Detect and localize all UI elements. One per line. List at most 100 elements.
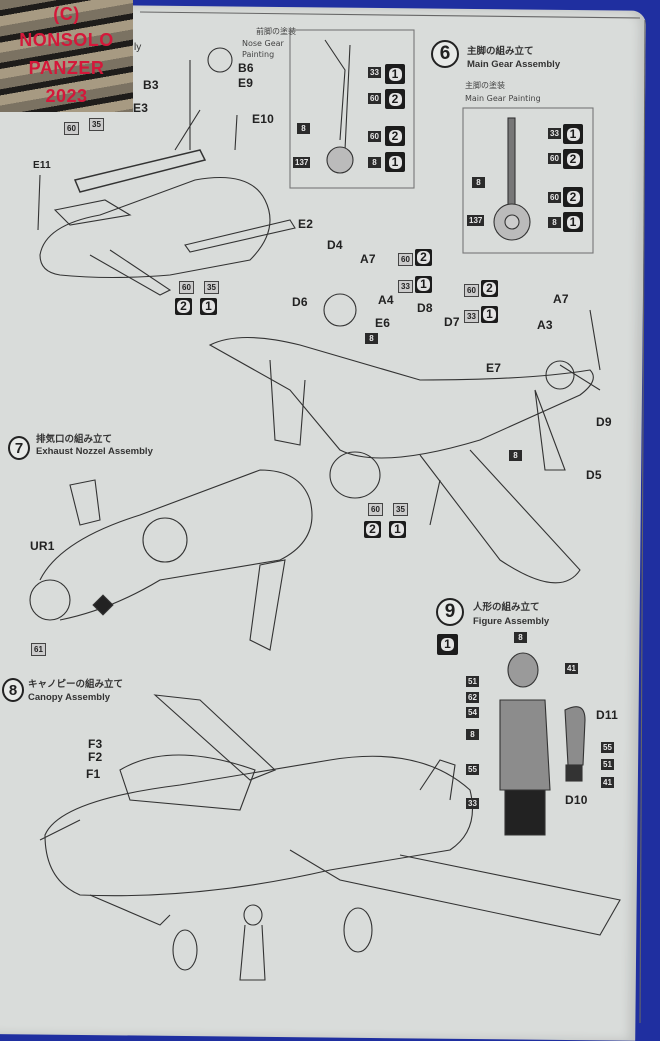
- part-e9: E9: [238, 76, 254, 90]
- step7-title-en: Exhaust Nozzel Assembly: [36, 446, 153, 457]
- color-code: 54: [466, 707, 479, 718]
- nose-gear-painting-jp: 前脚の塗装: [256, 27, 296, 36]
- color-code: 33: [466, 798, 479, 809]
- part-a7: A7: [553, 292, 569, 306]
- paint-number-badge: 1: [200, 298, 217, 315]
- paint-number-badge: 2: [175, 298, 192, 315]
- paint-number-badge: 2: [563, 187, 583, 207]
- paint-number-badge: 2: [364, 521, 381, 538]
- paint-number-badge: 2: [385, 126, 405, 146]
- color-code: 41: [565, 663, 578, 674]
- watermark-text: PANZER: [28, 58, 105, 78]
- nose-gear-painting-drawing: [289, 29, 415, 189]
- paint-number-badge: 1: [437, 634, 458, 655]
- step-number-6: 6: [431, 40, 459, 68]
- frame-lines: [139, 11, 646, 1023]
- part-e11: E11: [33, 160, 51, 171]
- step8-aircraft-drawing: [39, 694, 621, 981]
- step7-title-jp: 排気口の組み立て: [36, 434, 113, 445]
- step8-title-jp: キャノピーの組み立て: [28, 679, 124, 690]
- color-code: 8: [514, 632, 527, 643]
- color-code: 8: [365, 333, 378, 344]
- nose-gear-painting-en: Nose Gear: [242, 39, 284, 48]
- color-code: 60: [398, 253, 413, 266]
- paint-number-badge: 1: [389, 521, 406, 538]
- color-code: 61: [31, 643, 46, 656]
- part-d10: D10: [565, 793, 588, 807]
- paint-number-badge: 1: [385, 152, 405, 172]
- paint-number-badge: 1: [415, 276, 432, 293]
- color-code: 60: [368, 131, 381, 142]
- color-code: 51: [466, 676, 479, 687]
- color-code: 33: [368, 67, 381, 78]
- part-d4: D4: [327, 238, 343, 252]
- part-d6: D6: [292, 295, 308, 309]
- step-number-9: 9: [436, 598, 464, 626]
- part-b6: B6: [238, 61, 254, 75]
- color-code: 60: [548, 153, 561, 164]
- color-code: 60: [368, 93, 381, 104]
- part-f3: F3: [88, 737, 103, 751]
- part-d7: D7: [444, 315, 460, 329]
- color-code: 8: [297, 123, 310, 134]
- paint-number-badge: 2: [481, 280, 498, 297]
- step6-aircraft-drawing: [208, 293, 601, 584]
- color-code: 35: [393, 503, 408, 516]
- part-e6: E6: [375, 316, 391, 330]
- part-a4: A4: [378, 293, 394, 307]
- part-d11: D11: [596, 708, 618, 722]
- step7-exhaust-drawing: [29, 469, 313, 651]
- color-code: 51: [601, 759, 614, 770]
- part-b3: B3: [143, 78, 159, 92]
- part-d5: D5: [586, 468, 602, 482]
- step9-title-en: Figure Assembly: [473, 616, 550, 627]
- paint-number-badge: 1: [385, 64, 405, 84]
- watermark: (C) NONSOLO PANZER 2023: [0, 0, 133, 112]
- step-number-8: 8: [2, 678, 24, 702]
- step6-title-jp: 主脚の組み立て: [467, 46, 534, 57]
- paint-number-badge: 2: [563, 149, 583, 169]
- color-code: 33: [398, 280, 413, 293]
- paint-number-badge: 1: [563, 212, 583, 232]
- paint-number-badge: 2: [415, 249, 432, 266]
- color-code: 137: [293, 157, 311, 168]
- color-code: 35: [89, 118, 104, 131]
- part-e3: E3: [133, 101, 149, 115]
- watermark-text: 2023: [45, 86, 88, 106]
- main-gear-painting-drawing: [462, 107, 594, 254]
- paint-number-badge: 2: [385, 89, 405, 109]
- step-number-7: 7: [8, 436, 30, 460]
- color-code: 8: [466, 729, 479, 740]
- part-d8: D8: [417, 301, 433, 315]
- part-f2: F2: [88, 750, 103, 764]
- color-code: 41: [601, 777, 614, 788]
- part-d9: D9: [596, 415, 612, 429]
- color-code: 8: [509, 450, 522, 461]
- step9-figure-drawing: [499, 652, 586, 836]
- step8-title-en: Canopy Assembly: [28, 692, 111, 703]
- part-a7: A7: [360, 252, 376, 266]
- color-code: 137: [467, 215, 485, 226]
- color-code: 8: [472, 177, 485, 188]
- step5-fuselage-drawing: [37, 47, 296, 296]
- color-code: 8: [548, 217, 561, 228]
- color-code: 8: [368, 157, 381, 168]
- part-e7: E7: [486, 361, 502, 375]
- part-ur1: UR1: [30, 539, 55, 553]
- paint-number-badge: 1: [481, 306, 498, 323]
- part-e10: E10: [252, 112, 274, 126]
- step6-title-en: Main Gear Assembly: [467, 59, 561, 70]
- color-code: 60: [368, 503, 383, 516]
- color-code: 60: [64, 122, 79, 135]
- watermark-text: (C): [53, 4, 80, 24]
- watermark-text: NONSOLO: [19, 30, 114, 50]
- main-gear-painting-en: Main Gear Painting: [465, 94, 541, 103]
- paint-number-badge: 1: [563, 124, 583, 144]
- part-a3: A3: [537, 318, 553, 332]
- color-code: 55: [601, 742, 614, 753]
- color-code: 62: [466, 692, 479, 703]
- part-f1: F1: [86, 767, 101, 781]
- main-gear-painting-jp: 主脚の塗装: [465, 81, 505, 90]
- color-code: 60: [179, 281, 194, 294]
